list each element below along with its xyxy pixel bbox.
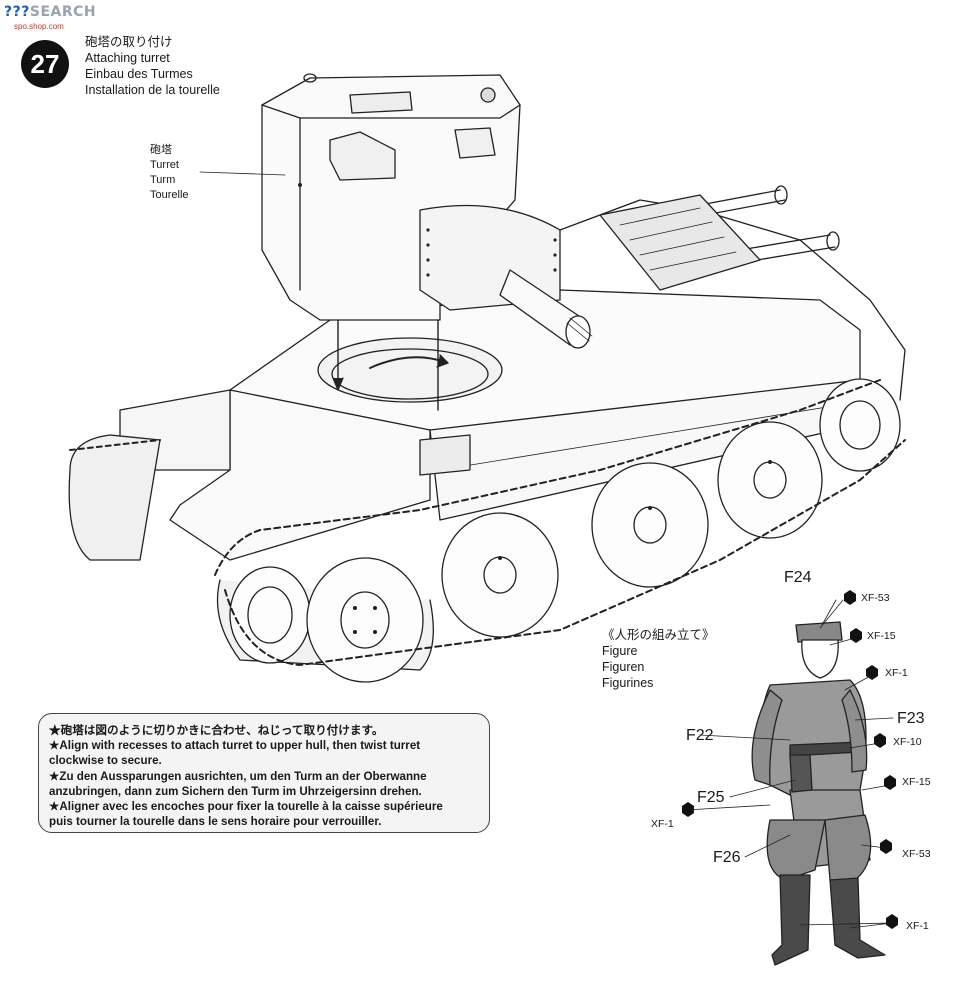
- paint-label-6: XF-1: [651, 818, 674, 830]
- paint-label-4: XF-10: [893, 736, 922, 748]
- watermark-logo: ???SEARCH: [4, 4, 96, 20]
- note-line-1: ★砲塔は図のように切りかきに合わせ、ねじって取り付けます。: [49, 724, 384, 737]
- turret-label-en: Turret: [150, 159, 179, 171]
- paint-label-5: XF-15: [902, 776, 931, 788]
- watermark-search: SEARCH: [29, 4, 97, 20]
- part-label-f22: F22: [686, 727, 714, 744]
- part-label-f23: F23: [897, 710, 925, 727]
- instruction-note-box: ★砲塔は図のように切りかきに合わせ、ねじって取り付けます。 ★Align wit…: [38, 713, 490, 833]
- tank-drawing: [68, 185, 906, 683]
- part-label-f26: F26: [713, 849, 741, 866]
- step-title-de: Einbau des Turmes: [85, 67, 193, 81]
- step-number-badge: 27: [21, 40, 69, 88]
- step-title-jp: 砲塔の取り付け: [85, 35, 173, 49]
- paint-label-7: XF-53: [902, 848, 931, 860]
- step-title: 砲塔の取り付け Attaching turret Einbau des Turm…: [85, 34, 220, 98]
- note-line-2: ★Align with recesses to attach turret to…: [49, 739, 421, 753]
- paint-hex-markers: [682, 590, 898, 929]
- turret-drawing: [199, 73, 593, 349]
- turret-label-jp: 砲塔: [150, 144, 172, 156]
- note-line-7: puis tourner la tourelle dans le sens ho…: [49, 815, 382, 829]
- figure-title-en: Figure: [602, 644, 638, 658]
- step-title-en: Attaching turret: [85, 51, 170, 65]
- note-line-4: ★Zu den Aussparungen ausrichten, um den …: [49, 769, 427, 783]
- turret-label: 砲塔 Turret Turm Tourelle: [150, 143, 189, 203]
- paint-label-1: XF-53: [861, 592, 890, 604]
- figure-title-jp: 《人形の組み立て》: [602, 628, 715, 642]
- figure-title-fr: Figurines: [602, 676, 654, 690]
- part-label-f25: F25: [697, 789, 725, 806]
- paint-label-3: XF-1: [885, 667, 908, 679]
- watermark-subdomain: spo.shop.com: [14, 22, 64, 31]
- paint-label-8: XF-1: [906, 920, 929, 932]
- watermark-brand: ???: [4, 4, 30, 20]
- note-line-5: anzubringen, dann zum Sichern den Turm i…: [49, 784, 422, 798]
- figure-section-title: 《人形の組み立て》 Figure Figuren Figurines: [602, 627, 715, 691]
- figure-title-de: Figuren: [602, 660, 645, 674]
- note-line-6: ★Aligner avec les encoches pour fixer la…: [49, 800, 443, 814]
- note-line-3: clockwise to secure.: [49, 754, 162, 768]
- figure-drawing: [685, 599, 894, 966]
- paint-label-2: XF-15: [867, 630, 896, 642]
- turret-label-de: Turm: [150, 174, 176, 186]
- part-label-f24: F24: [784, 569, 812, 586]
- step-title-fr: Installation de la tourelle: [85, 83, 220, 97]
- turret-label-fr: Tourelle: [150, 189, 189, 201]
